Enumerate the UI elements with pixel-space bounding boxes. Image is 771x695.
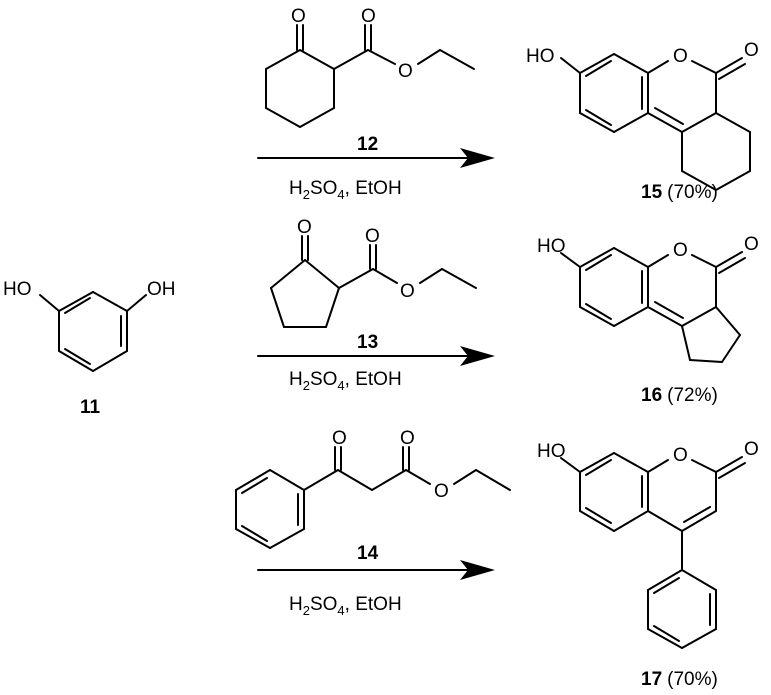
product-17-hydroxyl: HO xyxy=(537,441,566,462)
reagent-13-bonds xyxy=(270,235,477,328)
reaction-arrow-1 xyxy=(257,148,495,168)
reaction-arrow-3 xyxy=(257,560,495,580)
product-17-bonds xyxy=(560,452,746,649)
product-17: HO O O 17(70%) xyxy=(537,439,759,690)
reagent-12-label: 12 xyxy=(357,134,378,155)
product-16-ring-oxygen: O xyxy=(673,240,688,261)
reagent-14-bonds xyxy=(235,446,511,549)
compound-11-hydroxyl-right: OH xyxy=(147,279,176,300)
product-15: HO O O 15(70%) xyxy=(526,40,759,203)
reagent-14-ketone-oxygen: O xyxy=(332,428,347,449)
reagent-12: O O O 12 xyxy=(265,6,475,155)
product-17-ring-oxygen: O xyxy=(673,445,688,466)
reaction-2-conditions: H2SO4, EtOH xyxy=(289,369,402,393)
reagent-14: O O O 14 xyxy=(235,428,511,564)
product-17-carbonyl-oxygen: O xyxy=(744,439,759,460)
reaction-1-conditions: H2SO4, EtOH xyxy=(289,178,402,202)
product-15-bonds xyxy=(560,53,751,191)
reagent-12-carbonyl-oxygen: O xyxy=(361,6,376,27)
reagent-13: O O O 13 xyxy=(270,217,477,353)
product-16-caption: 16(72%) xyxy=(641,385,718,406)
reagent-13-carbonyl-oxygen: O xyxy=(365,226,380,247)
product-17-caption: 17(70%) xyxy=(641,669,718,690)
reagent-13-ester-oxygen: O xyxy=(400,281,415,302)
product-16: HO O O 16(72%) xyxy=(537,234,759,406)
reagent-12-ester-oxygen: O xyxy=(398,61,413,82)
product-16-hydroxyl: HO xyxy=(537,236,566,257)
product-15-caption: 15(70%) xyxy=(641,182,718,203)
reagent-13-label: 13 xyxy=(357,332,378,353)
product-15-carbonyl-oxygen: O xyxy=(744,40,759,61)
compound-11-bonds xyxy=(39,291,147,372)
reaction-arrow-2 xyxy=(257,346,495,366)
reagent-14-carbonyl-oxygen: O xyxy=(400,428,415,449)
reagent-14-label: 14 xyxy=(357,543,379,564)
product-16-carbonyl-oxygen: O xyxy=(744,234,759,255)
reagent-13-ketone-oxygen: O xyxy=(297,217,312,238)
compound-11-hydroxyl-left: HO xyxy=(3,279,32,300)
product-15-hydroxyl: HO xyxy=(526,46,555,67)
reaction-3-conditions: H2SO4, EtOH xyxy=(289,594,402,618)
reagent-14-ester-oxygen: O xyxy=(434,481,449,502)
product-15-ring-oxygen: O xyxy=(673,46,688,67)
reagent-12-ketone-oxygen: O xyxy=(291,6,306,27)
compound-11-resorcinol: HO OH 11 xyxy=(3,279,176,418)
product-16-bonds xyxy=(560,247,746,363)
compound-11-label: 11 xyxy=(80,397,101,418)
reagent-12-bonds xyxy=(265,24,475,128)
